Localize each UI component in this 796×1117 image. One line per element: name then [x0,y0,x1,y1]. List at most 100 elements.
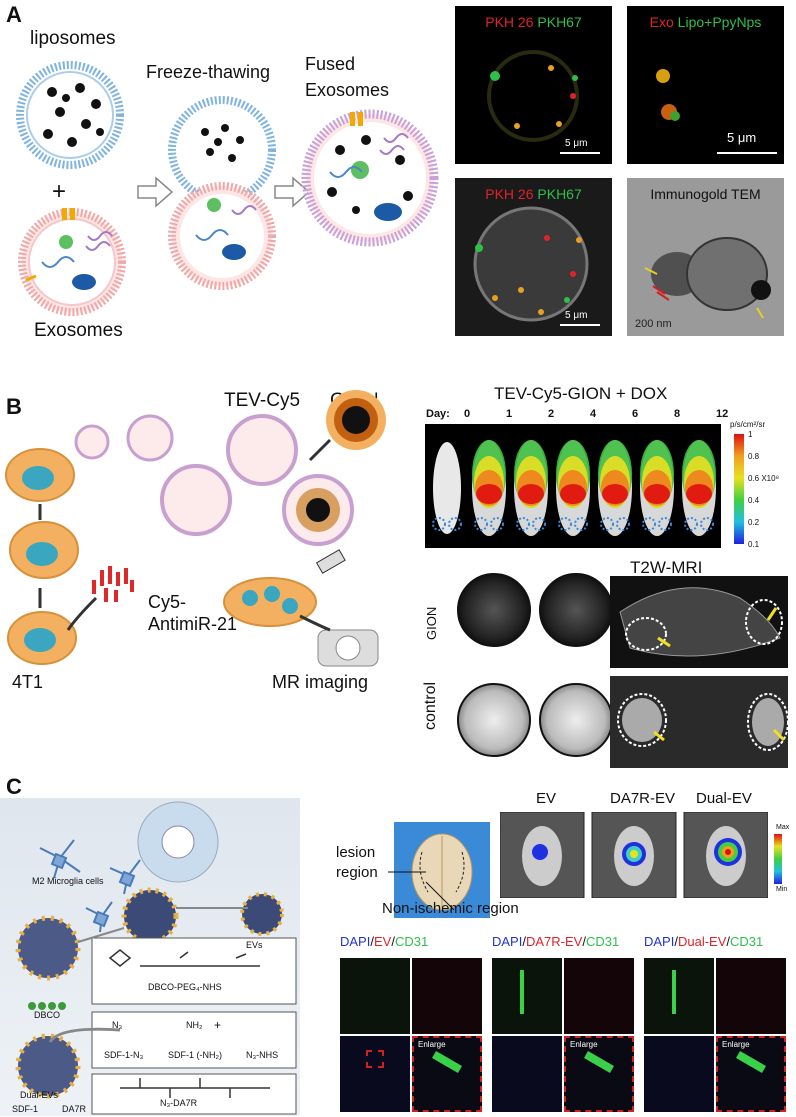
confocal-tile [644,1036,714,1112]
confocal-tile [644,958,714,1034]
scale-text: 200 nm [635,318,672,330]
liposomes-label: liposomes [30,28,116,49]
day-tick: 1 [506,408,513,420]
day-tick: 0 [464,408,471,420]
zoom-box [366,1050,384,1068]
arrow-2 [274,176,311,208]
row-label-gion: GION [424,606,439,640]
vessel-mark [432,1051,462,1073]
vessel-mark [584,1051,614,1073]
dbco-ev [15,915,81,981]
microglia-cells [39,839,141,933]
confocal-tile [716,958,786,1034]
exosome-vesicles [74,414,354,546]
n3-da7r-label: N₃-DA7R [160,1098,198,1108]
scale-bar [560,152,600,154]
mouse-heatmap [598,440,632,536]
m2-label: M2 Microglia cells [32,876,104,886]
da7r-box [91,1073,297,1115]
tumor-cells [223,577,317,627]
ivis-heatmaps [472,440,716,536]
tev-schematic [5,390,386,667]
nh2-label: NH₂ [186,1020,203,1030]
enlarge-label: Enlarge [418,1040,446,1049]
panel-c-schematic [15,801,297,1115]
scale-text: 5 μm [565,310,588,321]
cb-max-label: Max [776,824,790,831]
fused-label-2: Exosomes [305,80,390,100]
brain-label-da7r: DA7R-EV [610,790,676,807]
dual-ev [15,1033,81,1099]
fused-exosome-diagram [301,109,439,247]
micro-image-pkh-2: PKH 26 PKH67 5 μm [455,178,612,336]
confocal-tile: Enlarge [412,1036,482,1112]
day-tick: 8 [674,408,681,420]
stain-red-label: Exo [649,14,674,30]
confocal-tile: Enlarge [564,1036,634,1112]
mri-title: T2W-MRI [630,558,703,577]
day-tick: 12 [716,408,729,420]
stain-green-label: PKH67 [537,14,582,30]
micro-image-pkh-1: PKH 26 PKH67 5 μm [455,6,612,164]
mri-control-1 [457,683,531,757]
vessel-mark [736,1051,766,1073]
panel-a-label: A [6,2,22,27]
mouse-heatmap [556,440,590,536]
cy5-label-2: AntimiR-21 [148,614,238,634]
mr-imaging-label: MR imaging [272,672,369,692]
dual-evs-label: Dual-EVs [20,1090,59,1100]
scale-bar [717,152,777,154]
day-tick: 4 [590,408,597,420]
cell-cycle [5,448,98,665]
stain-group-label: DAPI/Dual-EV/CD31 [644,934,764,949]
vessel-mark [520,970,524,1014]
tev-cy5-label: TEV-Cy5 [224,390,301,411]
confocal-tile [340,958,410,1034]
laser-device [315,549,346,574]
sdf-n3-label: SDF-1-N₃ [104,1050,144,1060]
stain-red-label: PKH 26 [485,14,534,30]
cy5-label-1: Cy5- [148,592,187,612]
n3-nhs-label: N₃-NHS [246,1050,279,1060]
scale-text: 5 μm [727,130,757,145]
colorbar-tick: 0.4 [748,496,760,505]
tem-title: Immunogold TEM [650,186,761,202]
n3-label: N₃ [112,1020,123,1030]
day-tick: 6 [632,408,639,420]
exosome-diagram [18,208,126,316]
brain-fluorescence [500,812,768,898]
dbco-peg-box [91,937,297,1005]
panel-c-label: C [6,774,22,799]
brain-photo [394,822,490,918]
mouse-heatmap [514,440,548,536]
ev-particle [240,892,284,936]
stain-group-label: DAPI/DA7R-EV/CD31 [492,934,620,949]
confocal-tile [492,1036,562,1112]
confocal-tile: Enlarge [716,1036,786,1112]
liposome-diagram [16,61,124,169]
fusion-schematic [16,61,439,316]
brain-label-dual: Dual-EV [696,790,752,807]
colorbar-tick: 0.6 X10⁸ [748,474,779,483]
confocal-tile [564,958,634,1034]
antimir-cluster [92,566,134,602]
colorbar-unit: p/s/cm²/sr [730,420,766,429]
mri-scanner [317,629,379,667]
scale-text: 5 μm [565,138,588,149]
plus-sign: + [52,178,67,205]
panel-b-label: B [6,394,22,419]
confocal-tile [412,958,482,1034]
sdf1-label: SDF-1 [12,1104,39,1114]
stain-group-label: DAPI/EV/CD31 [340,934,429,949]
day-label: Day: [426,408,450,420]
brain-label-ev: EV [536,790,557,807]
colorbar-tick: 0.1 [748,540,760,549]
gion-particle [326,390,386,450]
sdf-box [91,1011,297,1069]
confocal-tile [340,1036,410,1112]
colorbar-tick: 1 [748,430,753,439]
mri-images [457,573,789,768]
stain-green-label: PKH67 [537,186,582,202]
brain-colorbar [774,834,782,884]
